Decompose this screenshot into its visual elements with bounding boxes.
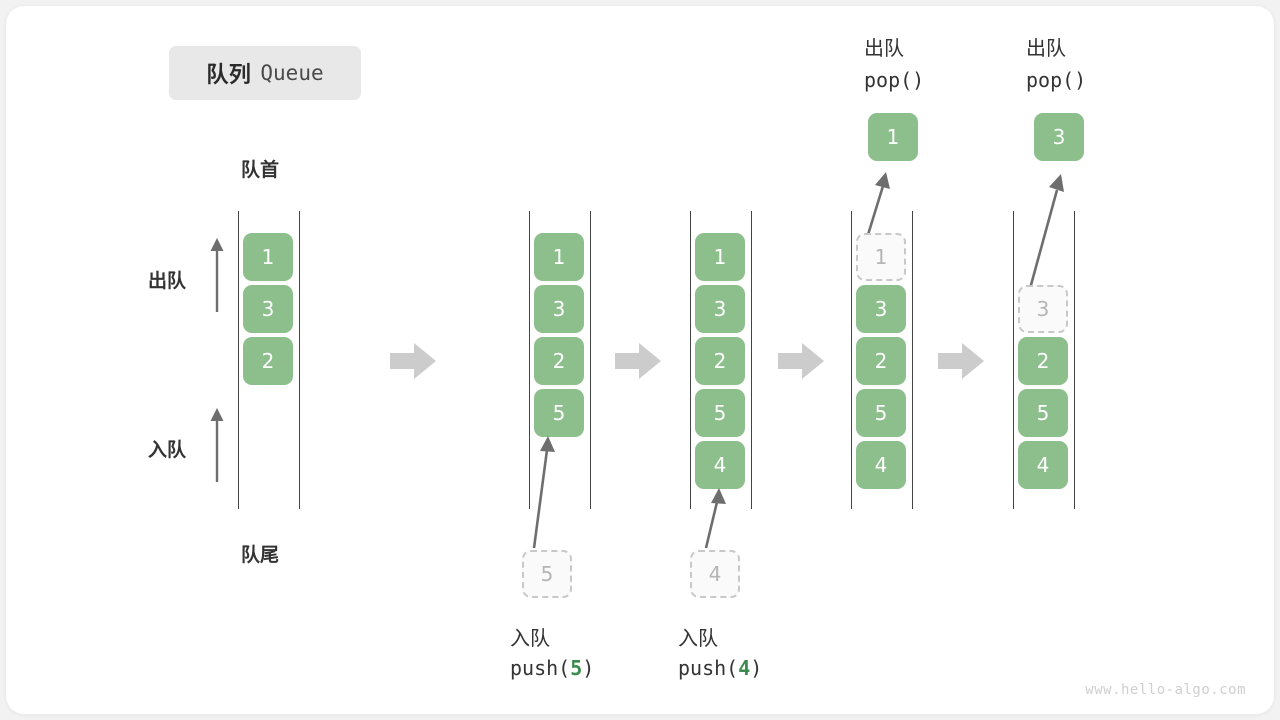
title-english: Queue [260,61,324,85]
pop-label-cn-3: 出队 [1026,36,1066,60]
push-label-cn-5: 入队 [510,626,550,650]
popped-cell: 1 [868,113,918,161]
flow-arrow-icon [615,343,661,379]
queue-cell: 5 [856,389,906,437]
queue-rail-right-3 [751,211,752,509]
queue-rail-right-1 [299,211,300,509]
push-label-cn-4: 入队 [678,626,718,650]
queue-cell: 3 [695,285,745,333]
popped-cell: 3 [1034,113,1084,161]
dequeue-direction-arrow [210,238,224,312]
title-chinese: 队列 [206,63,252,88]
label-rear: 队尾 [241,544,280,566]
queue-rail-left-1 [238,211,239,509]
queue-cell: 3 [856,285,906,333]
queue-rail-right-4 [912,211,913,509]
push-code-prefix-4: push( [678,656,739,680]
pop-label-code-1: pop() [864,68,925,92]
queue-cell: 3 [534,285,584,333]
queue-cell: 5 [1018,389,1068,437]
ghost-cell: 5 [522,550,572,598]
pop-label-code-3: pop() [1026,68,1087,92]
flow-arrow-icon [938,343,984,379]
push-label-code-4: push(4) [678,656,762,680]
queue-cell: 5 [695,389,745,437]
ghost-cell: 1 [856,233,906,281]
queue-cell: 2 [243,337,293,385]
flow-arrow-icon [778,343,824,379]
push-label-code-5: push(5) [510,656,594,680]
push-arrow-4 [704,488,726,549]
queue-cell: 2 [856,337,906,385]
queue-cell: 4 [856,441,906,489]
push-arrow-5 [532,436,555,549]
queue-cell: 4 [1018,441,1068,489]
enqueue-direction-arrow [210,408,224,482]
ghost-cell: 4 [690,550,740,598]
queue-rail-left-5 [1013,211,1014,509]
push-code-suffix-5: ) [582,656,595,680]
label-dequeue: 出队 [148,270,187,292]
queue-rail-left-4 [851,211,852,509]
push-code-value-4: 4 [738,656,751,680]
queue-cell: 3 [243,285,293,333]
queue-cell: 2 [534,337,584,385]
queue-cell: 2 [695,337,745,385]
queue-rail-left-3 [690,211,691,509]
push-code-prefix-5: push( [510,656,571,680]
queue-rail-right-5 [1074,211,1075,509]
queue-cell: 2 [1018,337,1068,385]
queue-rail-left-2 [529,211,530,509]
pop-arrow-3 [1026,174,1064,297]
pop-label-cn-1: 出队 [864,36,904,60]
label-enqueue: 入队 [148,439,187,461]
queue-rail-right-2 [590,211,591,509]
queue-cell: 1 [534,233,584,281]
diagram-title-badge: 队列 Queue [169,46,361,100]
queue-cell: 1 [695,233,745,281]
label-front: 队首 [241,159,280,181]
queue-cell: 1 [243,233,293,281]
push-code-suffix-4: ) [750,656,763,680]
pop-arrow-1 [865,172,890,239]
watermark: www.hello-algo.com [1085,682,1246,698]
flow-arrow-icon [390,343,436,379]
ghost-cell: 3 [1018,285,1068,333]
queue-cell-new: 5 [534,389,584,437]
queue-cell-new: 4 [695,441,745,489]
push-code-value-5: 5 [570,656,583,680]
